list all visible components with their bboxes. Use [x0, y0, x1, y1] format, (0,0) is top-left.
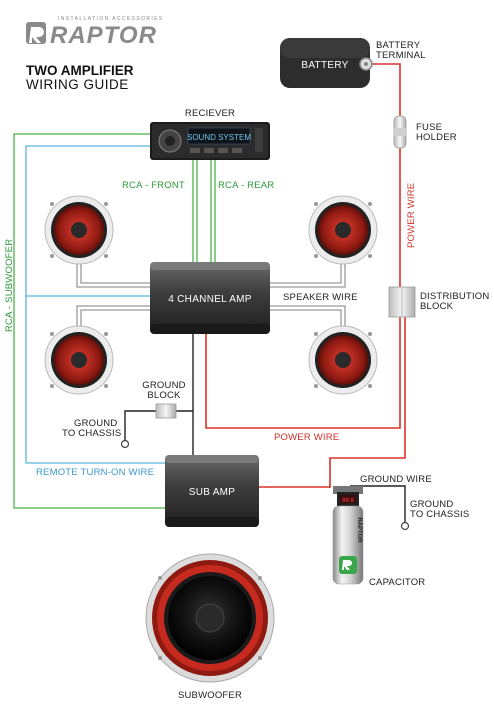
power-wire-label-vertical: POWER WIRE [406, 183, 417, 248]
capacitor-label: CAPACITOR [369, 577, 425, 588]
rca-front-wire [192, 160, 198, 263]
fuse-holder-label-2: HOLDER [416, 132, 457, 143]
capacitor-logo-icon [339, 556, 357, 574]
ground-wire-label: GROUND WIRE [360, 474, 432, 485]
fuse-holder [393, 115, 407, 149]
brand-tagline: INSTALLATION ACCESSORIES [58, 16, 164, 22]
receiver-screen-text: SOUND SYSTEM [187, 133, 251, 142]
guide-subtitle: WIRING GUIDE [26, 77, 129, 92]
ground-chassis-right-label-1: GROUND [410, 499, 453, 510]
ground-wires [124, 333, 406, 522]
ground-chassis-left-label-2: TO CHASSIS [62, 428, 121, 439]
fuse-holder-label-1: FUSE [416, 122, 442, 133]
four-channel-amp: 4 CHANNEL AMP [150, 262, 270, 334]
battery-terminal-icon [359, 57, 373, 71]
battery-terminal-label-2: TERMINAL [376, 50, 426, 61]
distribution-block [388, 286, 416, 318]
capacitor-brand: RAPTOR [356, 517, 362, 543]
battery-terminal-label-1: BATTERY [376, 40, 421, 51]
power-wire [205, 63, 406, 488]
sub-amp-label: SUB AMP [189, 487, 236, 498]
rca-subwoofer-label: RCA - SUBWOOFER [4, 239, 15, 332]
rca-rear-label: RCA - REAR [218, 180, 274, 191]
rca-front-label: RCA - FRONT [122, 180, 185, 191]
speaker-rear-left [44, 325, 114, 395]
rca-rear-wire [210, 160, 216, 263]
subwoofer-label: SUBWOOFER [178, 690, 242, 701]
capacitor: 88.8 RAPTOR [332, 486, 364, 585]
ground-block-label-2: BLOCK [147, 390, 181, 401]
ground-chassis-right-label-2: TO CHASSIS [410, 509, 469, 520]
speaker-rear-right [308, 325, 378, 395]
speaker-wire-label: SPEAKER WIRE [283, 292, 358, 303]
rca-subwoofer-wire [13, 133, 165, 509]
ground-chassis-left-icon [120, 439, 130, 449]
guide-title: TWO AMPLIFIER [26, 63, 134, 78]
sub-amp: SUB AMP [165, 455, 259, 527]
speaker-wires [76, 262, 346, 330]
battery-label: BATTERY [301, 60, 348, 71]
ground-block [155, 403, 177, 419]
ground-block-label-1: GROUND [142, 380, 185, 391]
ground-chassis-left-label-1: GROUND [74, 418, 117, 429]
remote-turn-on-wire [25, 145, 165, 464]
power-wire-label-horizontal: POWER WIRE [274, 432, 339, 443]
subwoofer [145, 553, 275, 683]
receiver-label: RECIEVER [185, 108, 235, 119]
four-channel-amp-label: 4 CHANNEL AMP [168, 294, 252, 305]
remote-turn-on-label: REMOTE TURN-ON WIRE [36, 467, 154, 478]
distribution-block-label-2: BLOCK [420, 301, 454, 312]
ground-chassis-right-icon [400, 521, 410, 531]
speaker-front-right [308, 195, 378, 265]
distribution-block-label-1: DISTRIBUTION [420, 291, 489, 302]
battery: BATTERY [280, 38, 370, 88]
receiver: SOUND SYSTEM [150, 122, 270, 160]
svg-text:88.8: 88.8 [342, 498, 354, 504]
raptor-logo-icon [26, 22, 46, 44]
speaker-front-left [44, 195, 114, 265]
brand-name: RAPTOR [50, 22, 157, 49]
brand-logo: INSTALLATION ACCESSORIES RAPTOR [26, 16, 164, 49]
